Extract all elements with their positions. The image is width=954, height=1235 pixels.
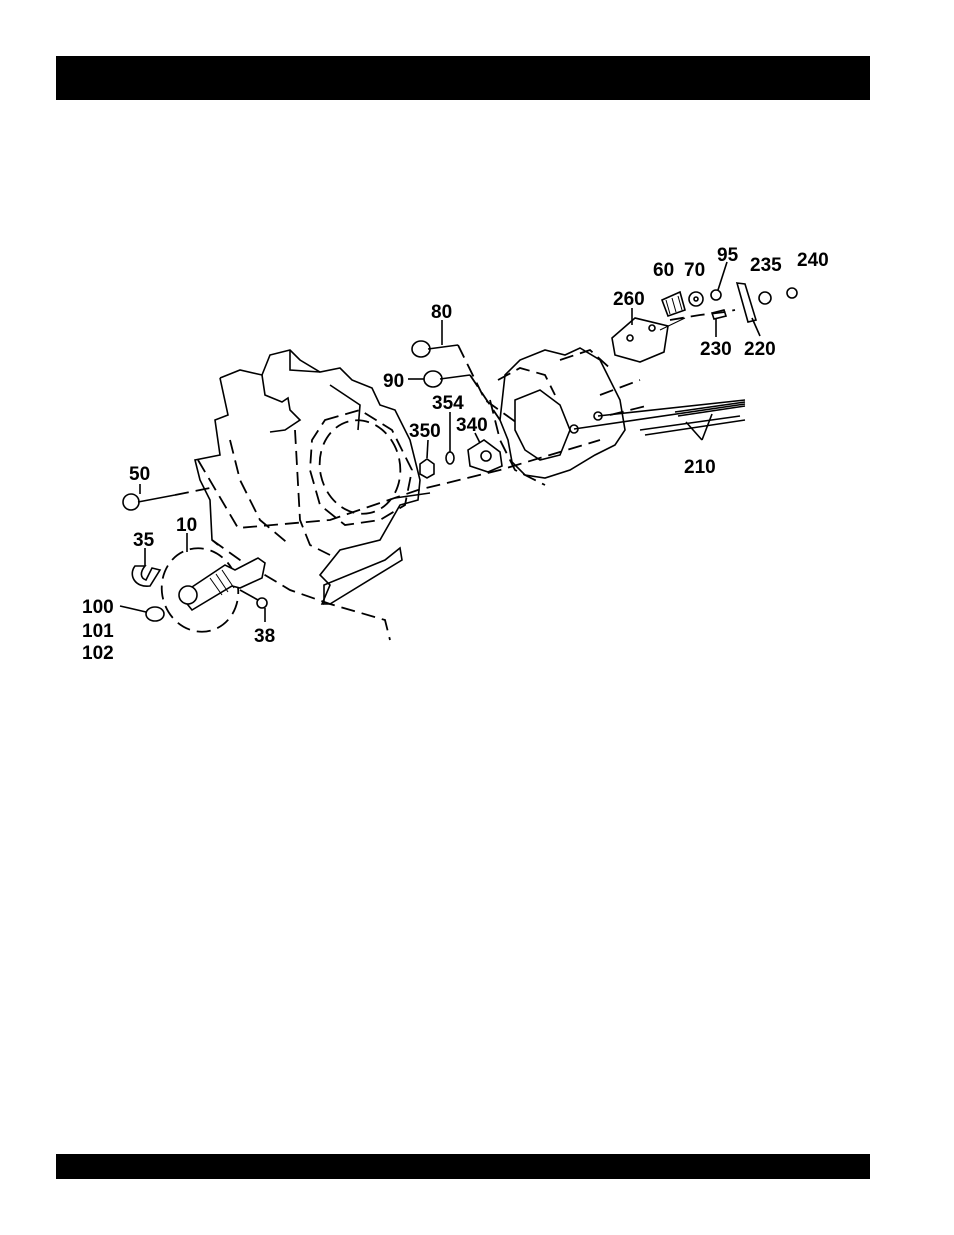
footer-bar bbox=[56, 1154, 870, 1179]
callout-235: 235 bbox=[750, 255, 782, 276]
callout-350: 350 bbox=[409, 421, 441, 442]
callout-210: 210 bbox=[684, 457, 716, 478]
callout-260: 260 bbox=[613, 289, 645, 310]
callout-10: 10 bbox=[176, 515, 197, 536]
engine-block bbox=[195, 350, 600, 640]
callout-101: 101 bbox=[82, 621, 114, 642]
callout-35: 35 bbox=[133, 530, 155, 551]
callout-102: 102 bbox=[82, 643, 114, 664]
callout-100: 100 bbox=[82, 597, 114, 618]
callout-60: 60 bbox=[653, 260, 674, 281]
callout-230: 230 bbox=[700, 339, 732, 360]
callout-90: 90 bbox=[383, 371, 404, 392]
callout-70: 70 bbox=[684, 260, 705, 281]
callout-240: 240 bbox=[797, 250, 829, 271]
camshaft-assembly bbox=[132, 540, 267, 641]
callout-354: 354 bbox=[432, 393, 464, 414]
callout-80: 80 bbox=[431, 302, 452, 323]
callout-220: 220 bbox=[744, 339, 776, 360]
callout-340: 340 bbox=[456, 415, 488, 436]
callout-38: 38 bbox=[254, 626, 275, 647]
callout-95: 95 bbox=[717, 245, 739, 266]
callout-50: 50 bbox=[129, 464, 150, 485]
